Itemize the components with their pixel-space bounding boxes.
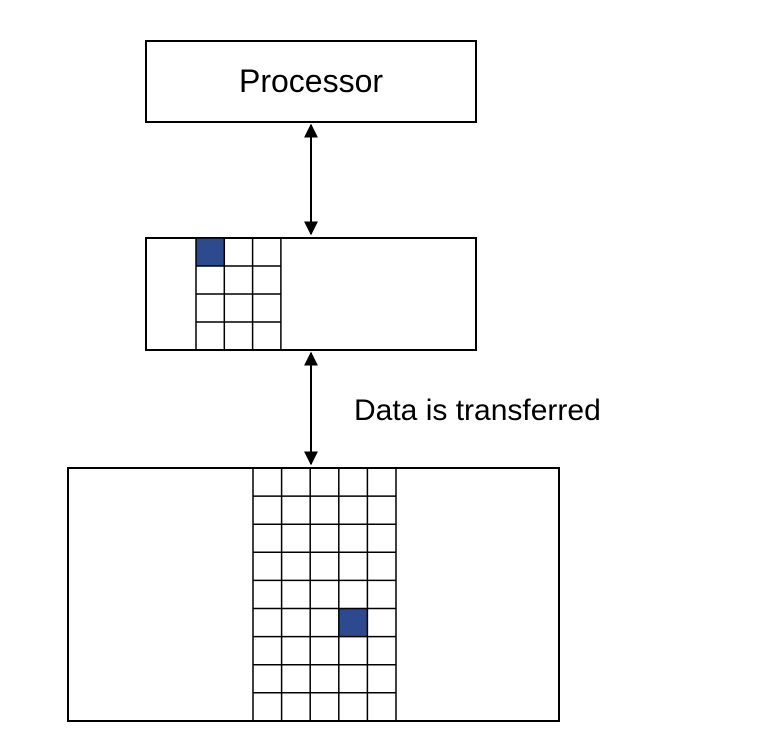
cache-grid xyxy=(195,237,282,351)
memory-box xyxy=(67,467,560,722)
processor-label: Processor xyxy=(239,63,383,99)
transfer-label: Data is transferred xyxy=(354,394,601,427)
processor-block: Processor xyxy=(145,40,477,123)
cache-block xyxy=(145,237,477,351)
memory-grid xyxy=(252,467,397,722)
processor-box xyxy=(145,40,477,123)
memory-highlighted-cell xyxy=(338,608,368,637)
memory-block xyxy=(67,467,560,722)
cache-highlighted-cell xyxy=(196,238,225,266)
